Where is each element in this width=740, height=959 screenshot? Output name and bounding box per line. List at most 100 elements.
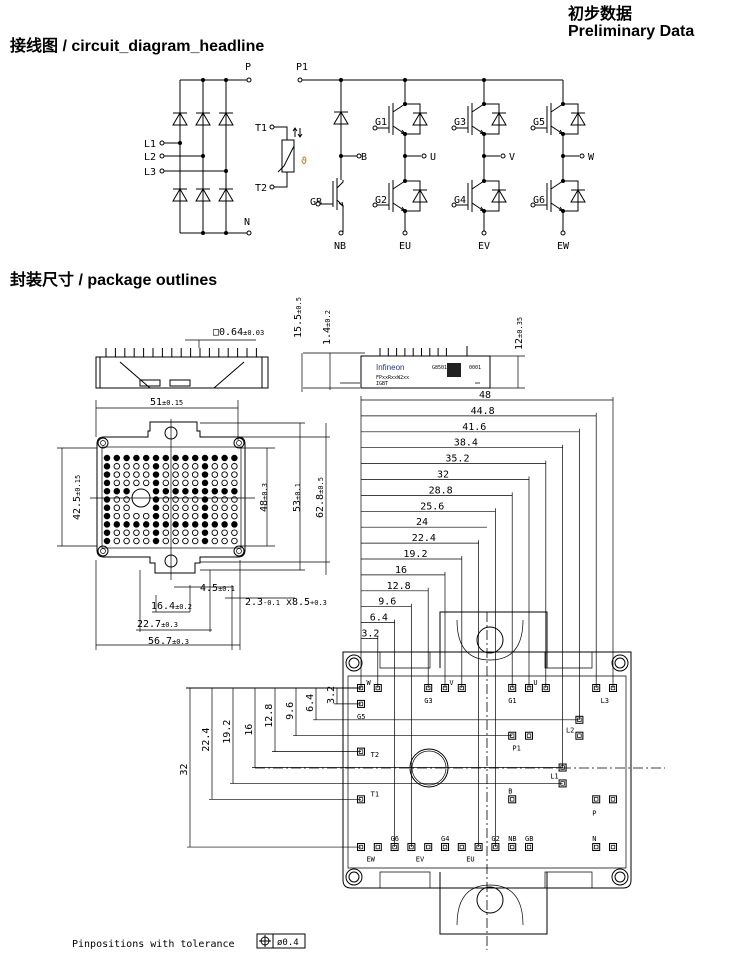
preliminary-data-label: 初步数据 Preliminary Data bbox=[568, 6, 694, 40]
pin-pad bbox=[142, 454, 150, 462]
ntc-thermistor bbox=[281, 139, 295, 173]
dimension-label-y: 6.4 bbox=[305, 694, 316, 712]
pin-pad bbox=[390, 843, 399, 852]
emitter-label: EW bbox=[557, 241, 570, 252]
diode-symbol bbox=[218, 188, 234, 202]
pin-pad bbox=[211, 471, 219, 478]
phase-output-label: W bbox=[588, 152, 595, 163]
phase-output-label: U bbox=[430, 152, 436, 163]
pin-label: T1 bbox=[371, 790, 379, 798]
pin-pad-inner bbox=[375, 685, 380, 691]
pin-pad bbox=[133, 479, 140, 487]
pin-pad bbox=[191, 479, 199, 487]
high-side-gate-label: G3 bbox=[454, 117, 466, 128]
pin-pad bbox=[221, 463, 228, 470]
ntc-theta-symbol: ϑ bbox=[301, 156, 307, 167]
terminal-circle bbox=[530, 202, 536, 208]
label-N: N bbox=[244, 217, 250, 228]
pin-pad bbox=[103, 496, 111, 503]
pin-pad bbox=[221, 529, 228, 536]
pin-pad-inner bbox=[358, 797, 364, 802]
pin-pad bbox=[142, 512, 150, 520]
mounting-hole bbox=[611, 868, 629, 886]
side-view-drawings: □0.64±0.03 15.5±0.5 1.4±0.2 12±0.35 Infi… bbox=[95, 297, 525, 392]
pin-pad bbox=[103, 521, 111, 528]
dimension-label-x: 22.4 bbox=[412, 533, 436, 544]
pin-size-dim: □0.64±0.03 bbox=[213, 327, 264, 338]
pin-pad bbox=[221, 504, 228, 512]
pin-label: U bbox=[533, 679, 537, 687]
pin-pad bbox=[211, 487, 219, 495]
pin-pad-inner bbox=[358, 749, 364, 754]
junction-dot bbox=[201, 154, 205, 158]
pin-pad bbox=[231, 454, 238, 462]
dimension-label-x: 28.8 bbox=[429, 485, 453, 496]
junction-dot bbox=[224, 78, 228, 82]
pin-pad bbox=[123, 471, 130, 478]
pin-pad bbox=[103, 479, 111, 487]
dimension-label-x: 3.2 bbox=[361, 629, 379, 640]
pin-pad bbox=[123, 512, 130, 520]
pin-pad-inner bbox=[577, 717, 582, 722]
pin-pad bbox=[152, 521, 160, 528]
dimension-line-y bbox=[334, 688, 361, 705]
dimension-label-y: 9.6 bbox=[285, 702, 296, 720]
diode-symbol bbox=[412, 189, 428, 203]
pin-pad bbox=[142, 529, 150, 536]
pin-pad-inner bbox=[577, 733, 582, 738]
screw-hole-top bbox=[476, 626, 504, 654]
pin-pad bbox=[182, 479, 189, 487]
pin-pad bbox=[508, 843, 517, 852]
pin-pad bbox=[113, 529, 121, 536]
dimension-label-y: 32 bbox=[179, 763, 190, 775]
pin-label: G5 bbox=[357, 713, 365, 721]
marking-code-2: 0001 bbox=[469, 365, 481, 371]
datamatrix-code bbox=[447, 363, 461, 377]
pin-pad bbox=[201, 504, 209, 512]
mounting-hole-inner bbox=[100, 548, 106, 554]
pin-pad-inner bbox=[560, 765, 565, 770]
pin-pad bbox=[221, 454, 228, 462]
dimension-label-x: 35.2 bbox=[445, 454, 469, 465]
pin-pad bbox=[123, 463, 130, 470]
pin-label: V bbox=[449, 679, 454, 687]
pin-pad bbox=[123, 487, 130, 495]
d48-dim: 48±0.3 bbox=[259, 483, 270, 512]
top-view-drawing: 51±0.15 42.5±0.15 48±0.3 53±0.1 62.8±0.5… bbox=[57, 397, 330, 650]
pin-pad bbox=[172, 463, 179, 470]
pin-pad bbox=[201, 463, 209, 470]
pin-pad bbox=[152, 479, 160, 487]
pin-pad-inner bbox=[610, 685, 616, 691]
pin-pad bbox=[113, 504, 121, 512]
pin-pad bbox=[133, 529, 140, 536]
line bbox=[404, 80, 421, 232]
dimension-label-x: 19.2 bbox=[403, 549, 427, 560]
tolerance-value: ø0.4 bbox=[277, 938, 299, 948]
pin-pad bbox=[201, 454, 209, 462]
pin-pad bbox=[172, 487, 179, 495]
pin-pad-inner bbox=[610, 844, 616, 850]
phase-output-label: V bbox=[509, 152, 515, 163]
pin-pad-inner bbox=[358, 844, 364, 850]
pin-pad bbox=[182, 496, 189, 503]
diode-symbol bbox=[491, 189, 507, 203]
dimension-label-x: 9.6 bbox=[378, 597, 396, 608]
mounting-hole-inner bbox=[348, 657, 360, 669]
igbt-symbol bbox=[454, 180, 485, 212]
pin-pad bbox=[162, 521, 170, 528]
pin-label: NB bbox=[508, 835, 516, 843]
pin-label: B bbox=[508, 787, 512, 795]
pin-pad bbox=[231, 537, 238, 545]
body-height-dim-lines bbox=[340, 355, 525, 389]
igbt-symbol bbox=[454, 103, 485, 135]
pin-pad bbox=[609, 795, 617, 804]
dimension-line-y bbox=[252, 688, 563, 768]
pin-pad bbox=[142, 463, 150, 470]
pin-pad bbox=[373, 684, 382, 692]
package-outlines-heading: 封装尺寸 / package outlines bbox=[10, 272, 218, 289]
junction-dot bbox=[561, 102, 565, 106]
terminal-circle bbox=[451, 202, 457, 208]
mounting-hole bbox=[233, 545, 245, 557]
dimension-label-y: 16 bbox=[244, 724, 255, 736]
diode-symbol bbox=[218, 112, 234, 126]
